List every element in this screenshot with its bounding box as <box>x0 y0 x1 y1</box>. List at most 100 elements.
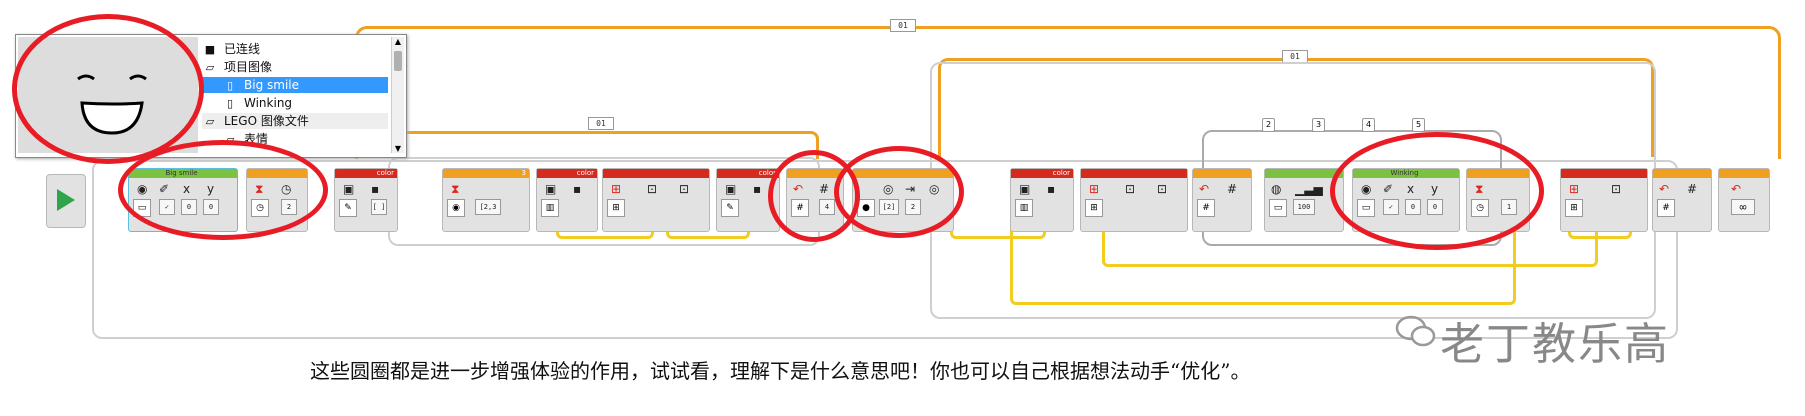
switch-tab-2[interactable]: 2 <box>1262 118 1276 132</box>
list-item[interactable]: ■ 已连线 <box>202 41 388 57</box>
folder-icon: ▱ <box>225 133 235 145</box>
color3-bar: color <box>717 169 779 178</box>
compare-bar <box>603 169 709 178</box>
hash-icon: # <box>1227 182 1238 196</box>
brick-icon: ▪ <box>371 182 380 196</box>
color3-mode-icon[interactable]: ✎ <box>721 199 739 217</box>
compare-block-3[interactable]: ⊞ ⊡ ⊞ <box>1560 168 1648 232</box>
loop-interrupt-icon: ↶ <box>1199 182 1210 196</box>
watermark-text: 老丁教乐高 <box>1440 319 1670 370</box>
color2-mode-icon[interactable]: ▥ <box>541 199 559 217</box>
list-item-label: Winking <box>244 96 293 110</box>
list-item[interactable]: ▱ LEGO 图像文件 <box>202 113 388 129</box>
loop-interrupt-icon: ↶ <box>1659 182 1670 196</box>
list-item-label: LEGO 图像文件 <box>224 114 309 128</box>
scroll-thumb[interactable] <box>394 51 402 71</box>
folder-icon: ▱ <box>205 61 215 74</box>
interrupt-mode-icon[interactable]: # <box>1197 199 1215 217</box>
sound-ports[interactable]: [2,3 <box>475 199 501 215</box>
sound-bar: 3 <box>443 169 529 178</box>
outer-loop-label: 01 <box>890 19 916 32</box>
compare3-bar <box>1561 169 1647 178</box>
interrupt2-bar <box>1653 169 1711 178</box>
brick-light-bar <box>1265 169 1343 178</box>
wechat-icon <box>1395 315 1436 347</box>
color1-mode-icon[interactable]: ✎ <box>339 199 357 217</box>
loop-end-block[interactable]: ↶ ∞ <box>1718 168 1770 232</box>
data-wire-5 <box>1102 222 1598 267</box>
highlight-circle-display-wait <box>118 140 328 240</box>
middle-loop-wire <box>393 131 819 159</box>
start-block[interactable] <box>46 174 86 228</box>
list-item-label: 项目图像 <box>224 60 273 74</box>
compare-mode-icon[interactable]: ⊞ <box>607 199 625 217</box>
compare2-bar <box>1081 169 1187 178</box>
scroll-down-icon[interactable]: ▼ <box>394 144 402 153</box>
brick-output-icon: ⊡ <box>1157 182 1168 196</box>
highlight-circle-sync <box>834 146 964 238</box>
list-item-label: 已连线 <box>224 42 261 56</box>
highlight-circle-winking <box>1330 132 1544 250</box>
list-scrollbar[interactable]: ▲ ▼ <box>391 37 404 153</box>
compare-icon: ⊞ <box>1569 182 1580 196</box>
color-sensor-block-4[interactable]: color ▣ ▪ ▥ <box>1010 168 1074 232</box>
hourglass-icon: ⧗ <box>451 182 460 196</box>
file-list[interactable]: ■ 已连线 ▱ 项目图像 ▯ Big smile ▯ Winking ▱ LEGO 图像文… <box>202 37 392 153</box>
compare3-mode-icon[interactable]: ⊞ <box>1565 199 1583 217</box>
compare-icon: ⊞ <box>611 182 622 196</box>
brick-light-mode-icon[interactable]: ▭ <box>1269 199 1287 217</box>
compare-block-2[interactable]: ⊞ ⊡ ⊡ ⊞ <box>1080 168 1188 232</box>
data-wire-4 <box>1010 222 1516 305</box>
brick-output-icon: ⊡ <box>1611 182 1622 196</box>
hash-icon: # <box>1687 182 1698 196</box>
loop-end-icon: ↶ <box>1731 182 1742 196</box>
brick-input-icon: ⊡ <box>1125 182 1136 196</box>
color2-bar: color <box>537 169 597 178</box>
sound-mode-icon[interactable]: ◉ <box>447 199 465 217</box>
color-sensor-block-2[interactable]: color ▣ ▪ ▥ <box>536 168 598 232</box>
speaker-icon: ◍ <box>1271 182 1282 196</box>
highlight-circle-preview <box>12 14 204 164</box>
switch-tab-3[interactable]: 3 <box>1312 118 1326 132</box>
brick-icon: ▪ <box>1047 182 1056 196</box>
image-file-icon: ▯ <box>226 79 234 92</box>
compare-block[interactable]: ⊞ ⊡ ⊡ ⊞ <box>602 168 710 232</box>
color1-port[interactable]: [ ] <box>371 199 387 215</box>
play-icon <box>57 189 75 211</box>
briefcase-icon: ▣ <box>545 182 557 196</box>
briefcase-icon: ▣ <box>343 182 355 196</box>
switch-tab-5[interactable]: 5 <box>1412 118 1426 132</box>
brick-icon: ▪ <box>573 182 582 196</box>
sound-block[interactable]: 3 ⧗ ◉ [2,3 <box>442 168 530 232</box>
interrupt2-mode-icon[interactable]: # <box>1657 199 1675 217</box>
loop-count[interactable]: ∞ <box>1731 199 1755 215</box>
scroll-up-icon[interactable]: ▲ <box>394 37 402 46</box>
list-item-label: Big smile <box>244 78 299 92</box>
brick-output-icon: ⊡ <box>679 182 690 196</box>
volume-input[interactable]: 100 <box>1293 199 1315 215</box>
loop-end-bar <box>1719 169 1769 178</box>
image-file-icon: ▯ <box>226 97 234 110</box>
color1-bar: color <box>335 169 397 178</box>
color4-mode-icon[interactable]: ▥ <box>1015 199 1033 217</box>
compare2-mode-icon[interactable]: ⊞ <box>1085 199 1103 217</box>
brick-icon: ▪ <box>753 182 762 196</box>
middle-loop-label: 01 <box>588 117 614 130</box>
list-item[interactable]: ▯ Winking <box>202 95 388 111</box>
list-item[interactable]: ▱ 项目图像 <box>202 59 388 75</box>
color-sensor-block-1[interactable]: color ▣ ▪ ✎ [ ] <box>334 168 398 232</box>
briefcase-icon: ▣ <box>1019 182 1031 196</box>
list-item-selected[interactable]: ▯ Big smile <box>202 77 388 93</box>
compare-icon: ⊞ <box>1089 182 1100 196</box>
loop-interrupt-block-2[interactable]: ↶ # # <box>1652 168 1712 232</box>
instruction-caption: 这些圆圈都是进一步增强体验的作用，试试看，理解下是什么意思吧！你也可以自己根据想… <box>310 359 1251 383</box>
briefcase-icon: ▣ <box>725 182 737 196</box>
volume-bars-icon: ▁▃▅ <box>1295 182 1323 196</box>
color4-bar: color <box>1011 169 1073 178</box>
connected-brick-icon: ■ <box>204 43 216 56</box>
switch-tab-4[interactable]: 4 <box>1362 118 1376 132</box>
loop-interrupt-block[interactable]: ↶ # # <box>1192 168 1252 232</box>
folder-icon: ▱ <box>205 115 215 128</box>
interrupt-bar <box>1193 169 1251 178</box>
brick-input-icon: ⊡ <box>647 182 658 196</box>
